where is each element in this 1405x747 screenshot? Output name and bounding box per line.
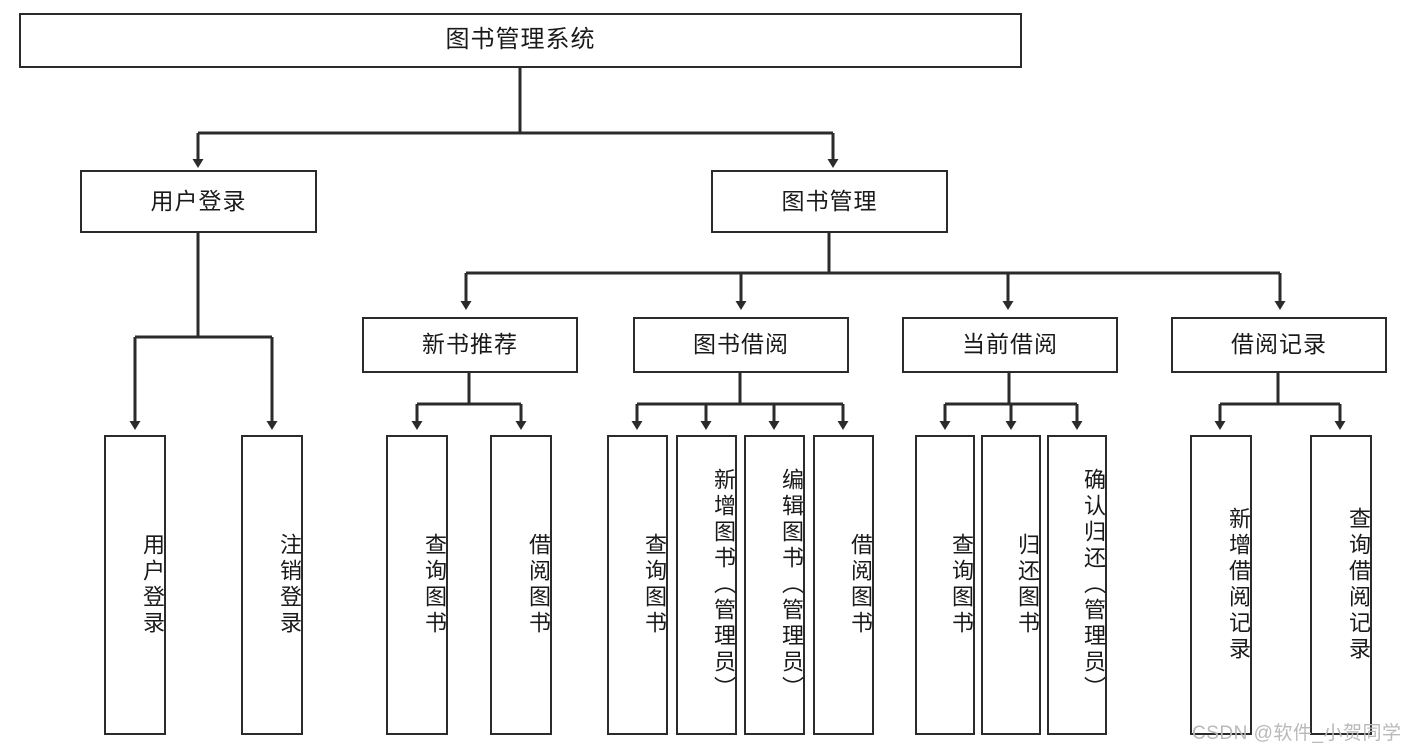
node-label: 新增借阅记录 [1226,507,1251,663]
node-label: 查询图书 [642,533,667,637]
node-label: 借阅图书 [526,533,551,637]
node-borrow-record[interactable]: 借阅记录 [1171,317,1387,373]
leaf-book-borrow-query-book[interactable]: 查询图书 [607,435,668,735]
leaf-current-borrow-return-book[interactable]: 归还图书 [981,435,1041,735]
node-label: 查询借阅记录 [1346,507,1371,663]
node-label: 查询图书 [422,533,447,637]
leaf-new-book-borrow-book[interactable]: 借阅图书 [490,435,552,735]
node-book-borrow[interactable]: 图书借阅 [633,317,849,373]
node-root-book-management-system[interactable]: 图书管理系统 [19,13,1022,68]
leaf-new-book-query-book[interactable]: 查询图书 [386,435,448,735]
leaf-book-borrow-edit-book-admin[interactable]: 编辑图书（管理员） [744,435,805,735]
node-label: 确认归还（管理员） [1081,468,1106,702]
node-label: 用户登录 [150,187,247,214]
leaf-current-borrow-query-book[interactable]: 查询图书 [915,435,975,735]
node-label: 图书管理系统 [445,26,596,54]
node-label: 注销登录 [277,533,302,637]
leaf-book-borrow-borrow-book[interactable]: 借阅图书 [813,435,874,735]
leaf-user-login-login[interactable]: 用户登录 [104,435,166,735]
node-label: 当前借阅 [962,331,1058,358]
node-label: 归还图书 [1015,533,1040,637]
node-label: 编辑图书（管理员） [779,468,804,702]
node-label: 图书管理 [781,187,878,214]
leaf-user-login-logout[interactable]: 注销登录 [241,435,303,735]
node-book-management[interactable]: 图书管理 [711,170,948,233]
node-current-borrow[interactable]: 当前借阅 [902,317,1118,373]
node-label: 新增图书（管理员） [711,468,736,702]
node-label: 借阅图书 [848,533,873,637]
leaf-borrow-record-query-record[interactable]: 查询借阅记录 [1310,435,1372,735]
node-label: 新书推荐 [422,331,518,358]
leaf-borrow-record-add-record[interactable]: 新增借阅记录 [1190,435,1252,735]
csdn-watermark: CSDN @软件_小贺同学 [1192,723,1402,744]
node-new-book-recommend[interactable]: 新书推荐 [362,317,578,373]
node-label: 借阅记录 [1231,331,1327,358]
node-label: 用户登录 [140,533,165,637]
node-user-login[interactable]: 用户登录 [80,170,317,233]
leaf-book-borrow-add-book-admin[interactable]: 新增图书（管理员） [676,435,737,735]
node-label: 查询图书 [949,533,974,637]
node-label: 图书借阅 [693,331,789,358]
leaf-current-borrow-confirm-return-admin[interactable]: 确认归还（管理员） [1047,435,1107,735]
